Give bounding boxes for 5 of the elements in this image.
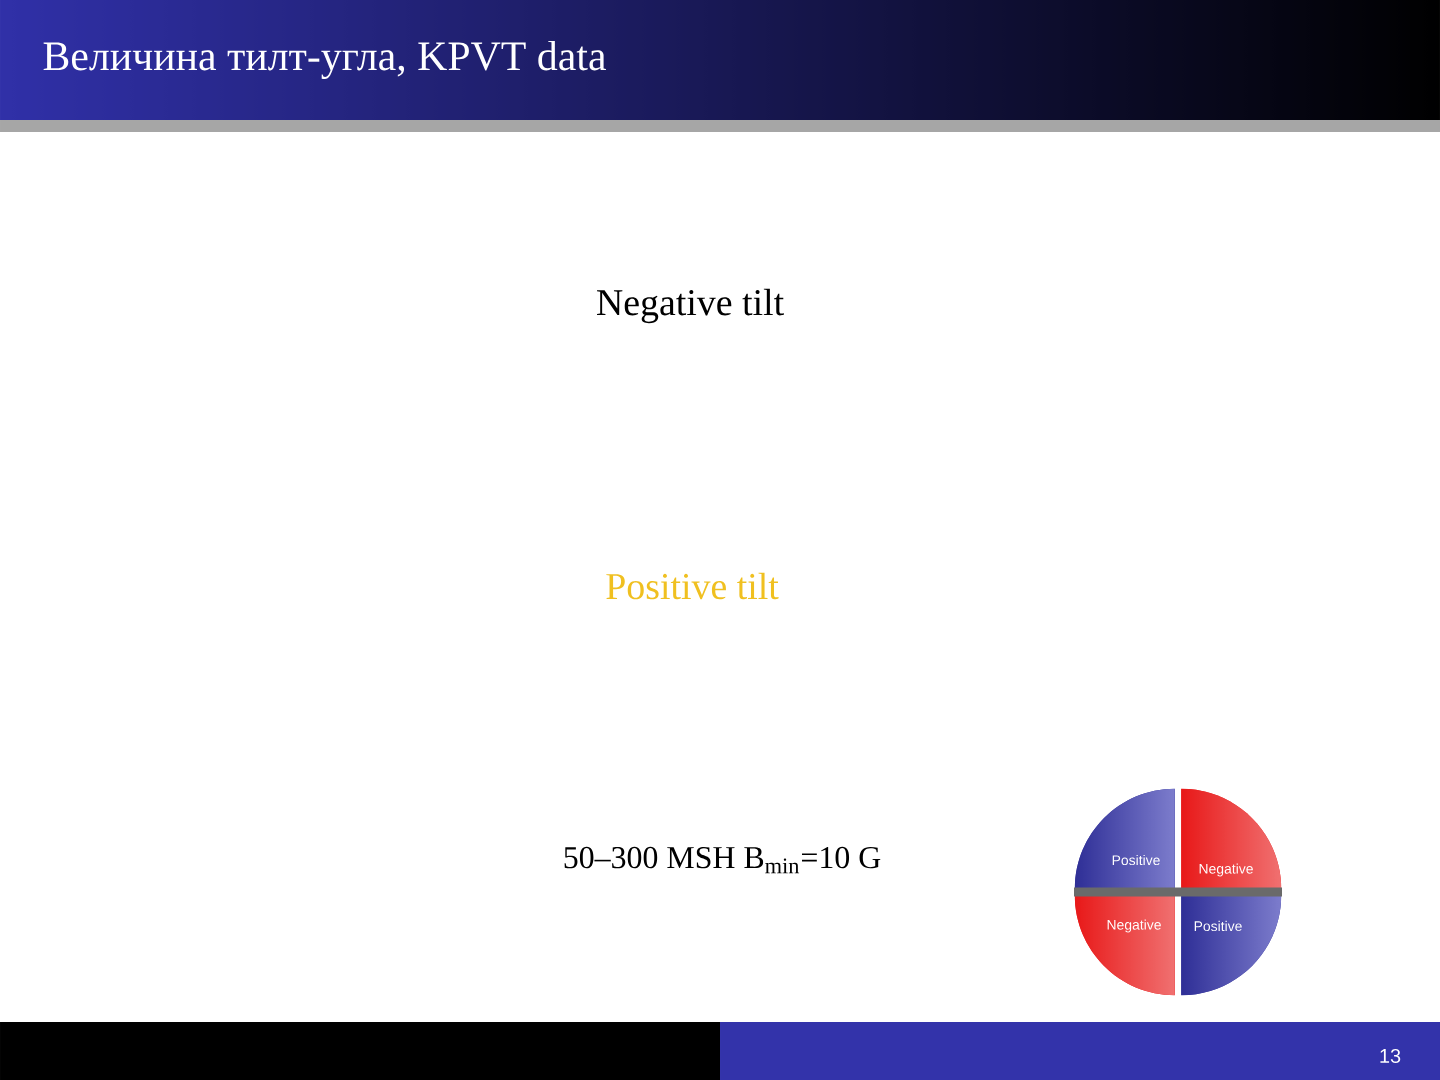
text-label: 50–300 MSH B$_{min}$=10 G bbox=[564, 846, 881, 874]
page-number: 13 bbox=[1380, 1048, 1401, 1064]
text-label: Positive tilt bbox=[606, 572, 779, 600]
slide-title: Величина тилт-угла, KPVT data bbox=[43, 40, 606, 79]
text-label: Negative tilt bbox=[597, 288, 784, 324]
